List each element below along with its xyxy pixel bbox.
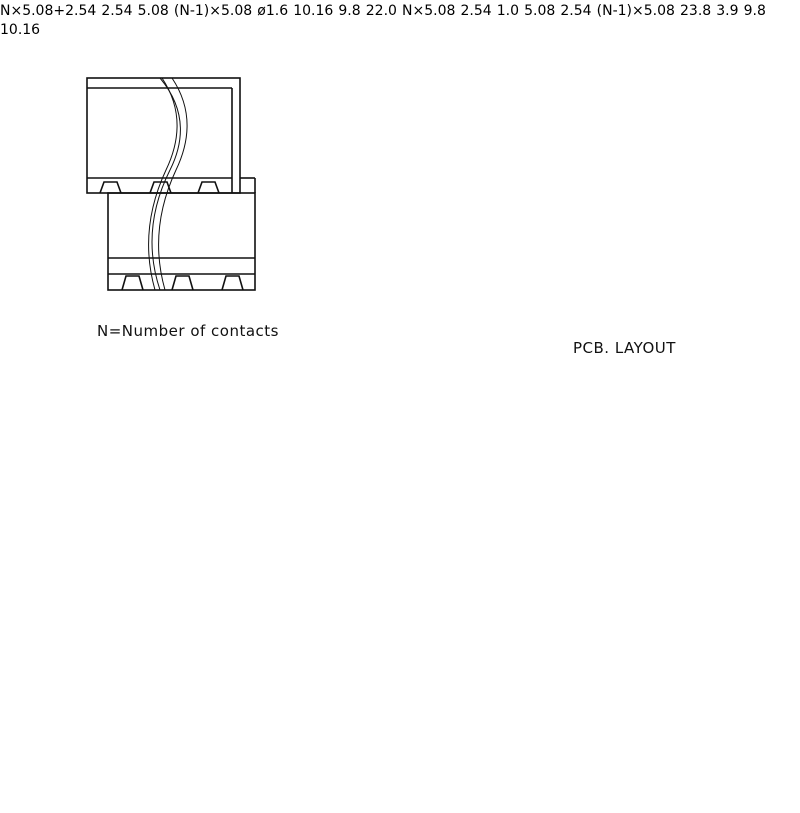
contacts-note: N=Number of contacts [97, 322, 279, 340]
pcb-layout-caption: PCB. LAYOUT [573, 339, 676, 357]
front-pitch-label: 5.08 [524, 3, 556, 19]
pcb-height-label: 22.0 [365, 3, 397, 19]
pcb-edge-label: 9.8 [338, 3, 361, 19]
pcb-pitch-label: 5.08 [137, 3, 169, 19]
pcb-row-gap-label: 10.16 [293, 3, 334, 19]
side-depth-label: 9.8 [743, 3, 766, 19]
top-view [86, 77, 256, 291]
side-row-gap-label: 10.16 [0, 22, 41, 38]
front-offset-top-label: 2.54 [460, 3, 492, 19]
front-span-label: (N-1)×5.08 [596, 3, 675, 19]
hole-diameter-label: ø1.6 [257, 3, 289, 19]
side-pin-length-label: 3.9 [716, 3, 739, 19]
front-offset-bottom-label: 2.54 [560, 3, 592, 19]
pin-size-label: 1.0 [496, 3, 520, 19]
pcb-layout: N×5.08+2.54 2.54 5.08 (N-1)×5.08 ø1.6 10… [0, 0, 402, 19]
side-height-label: 23.8 [680, 3, 712, 19]
pcb-offset-label: 2.54 [101, 3, 133, 19]
front-width-label: N×5.08 [402, 3, 456, 19]
front-view: N×5.08 2.54 1.0 5.08 2.54 (N-1)×5.08 [402, 0, 680, 19]
pcb-width-label: N×5.08+2.54 [0, 3, 97, 19]
side-view: 23.8 3.9 9.8 10.16 [0, 0, 766, 38]
pcb-span-label: (N-1)×5.08 [173, 3, 253, 19]
